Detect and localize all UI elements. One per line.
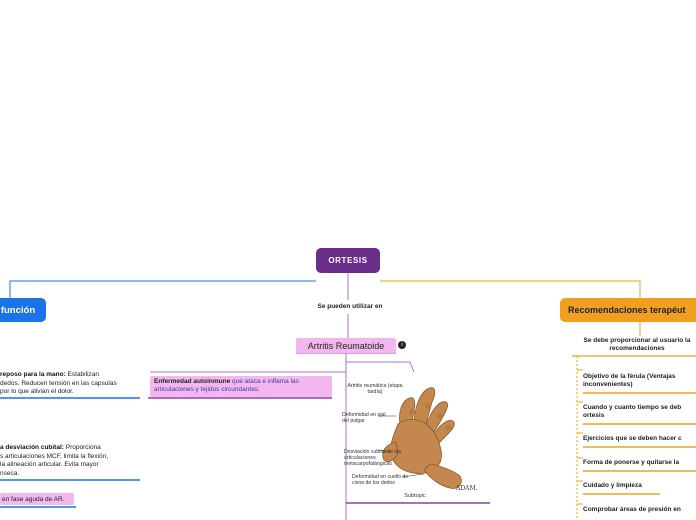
- item-line: Cuando y cuanto tiempo se deb: [583, 404, 682, 411]
- root-node-label: ORTESIS: [328, 256, 368, 265]
- node-enfermedad-autoinmune[interactable]: Enfermedad autoinmune que ataca e inflam…: [150, 376, 332, 397]
- item-line: Comprobar áreas de presión en: [583, 506, 681, 513]
- note-bold: a desviación cubital:: [0, 444, 64, 451]
- note-line: dedos. Reducen tensión en las capsulas: [0, 379, 117, 387]
- item-line: inconvenientes): [583, 381, 633, 388]
- adam-credit: ADAM.: [456, 485, 478, 492]
- left-note-reposo[interactable]: reposo para la mano: Estabilizan dedos. …: [0, 371, 140, 397]
- right-branch-title[interactable]: Recomendaciones terapéut: [560, 298, 696, 322]
- hand-label-cisne: Deformidad en cuello de cisne de los ded…: [352, 474, 409, 487]
- connector-label: Se pueden utilizar en: [317, 303, 383, 310]
- left-note-desviacion[interactable]: a desviación cubital: Proporciona s arti…: [0, 444, 140, 478]
- item-line: Cuidado y limpieza: [583, 482, 642, 489]
- hand-label-desviacion: Desviación cubital de las articulaciones…: [344, 449, 402, 468]
- note-line: nseca.: [0, 469, 20, 477]
- left-branch-title[interactable]: función: [0, 298, 46, 322]
- item-line: Ejercicios que se deben hacer c: [583, 435, 682, 442]
- node-label: Artritis Reumatoide: [307, 340, 385, 351]
- right-item-cuando[interactable]: Cuando y cuanto tiempo se deb ortesis: [583, 404, 681, 420]
- right-item-cuidado[interactable]: Cuidado y limpieza: [583, 482, 642, 490]
- note-bold: reposo para la mano:: [0, 371, 66, 378]
- left-note-fase-aguda[interactable]: en fase aguda de AR.: [0, 493, 74, 505]
- right-item-presion[interactable]: Comprobar áreas de presión en: [583, 506, 681, 514]
- item-line: ortesis: [583, 412, 605, 419]
- subtitle-line: Se debe proporcionar al usuario la: [583, 337, 691, 344]
- right-item-ejercicios[interactable]: Ejercicios que se deben hacer c: [583, 435, 682, 443]
- phase-note-text: en fase aguda de AR.: [2, 495, 65, 503]
- item-line: Objetivo de la férula (Ventajas: [583, 373, 676, 380]
- right-item-ponerse[interactable]: Forma de ponerse y quitarse la: [583, 459, 679, 467]
- enfermedad-bold: Enfermedad autoinmune: [154, 378, 231, 385]
- info-icon[interactable]: i: [398, 341, 406, 349]
- enfermedad-text: que ataca e inflama las articulaciones y…: [154, 378, 299, 393]
- right-branch-label: Recomendaciones terapéut: [568, 305, 686, 315]
- note-text: Estabilizan: [65, 371, 99, 378]
- note-line: por lo que alivian el dolor.: [0, 388, 74, 395]
- item-line: Forma de ponerse y quitarse la: [583, 459, 680, 466]
- root-node-ortesis[interactable]: ORTESIS: [316, 248, 380, 273]
- subtitle-line: recomendaciones: [609, 345, 665, 352]
- hand-label-ojal: Deformidad en ojal del pulgar: [342, 412, 386, 425]
- node-artritis-reumatoide[interactable]: Artritis Reumatoide: [296, 338, 396, 353]
- hand-illustration[interactable]: [340, 372, 492, 494]
- hand-label-etapa: Artritis reumática (etapa tardía): [347, 383, 403, 396]
- right-subtitle-node[interactable]: Se debe proporcionar al usuario la recom…: [572, 337, 696, 353]
- note-line: s articulaciones MCF, limita la flexión,: [0, 452, 109, 460]
- note-line: la alineación articular. Evita mayor: [0, 461, 99, 468]
- image-caption: Subtopic: [404, 493, 426, 499]
- right-item-objetivo[interactable]: Objetivo de la férula (Ventajas inconven…: [583, 373, 675, 389]
- left-branch-label: función: [0, 304, 36, 316]
- note-text: Proporciona: [63, 444, 101, 451]
